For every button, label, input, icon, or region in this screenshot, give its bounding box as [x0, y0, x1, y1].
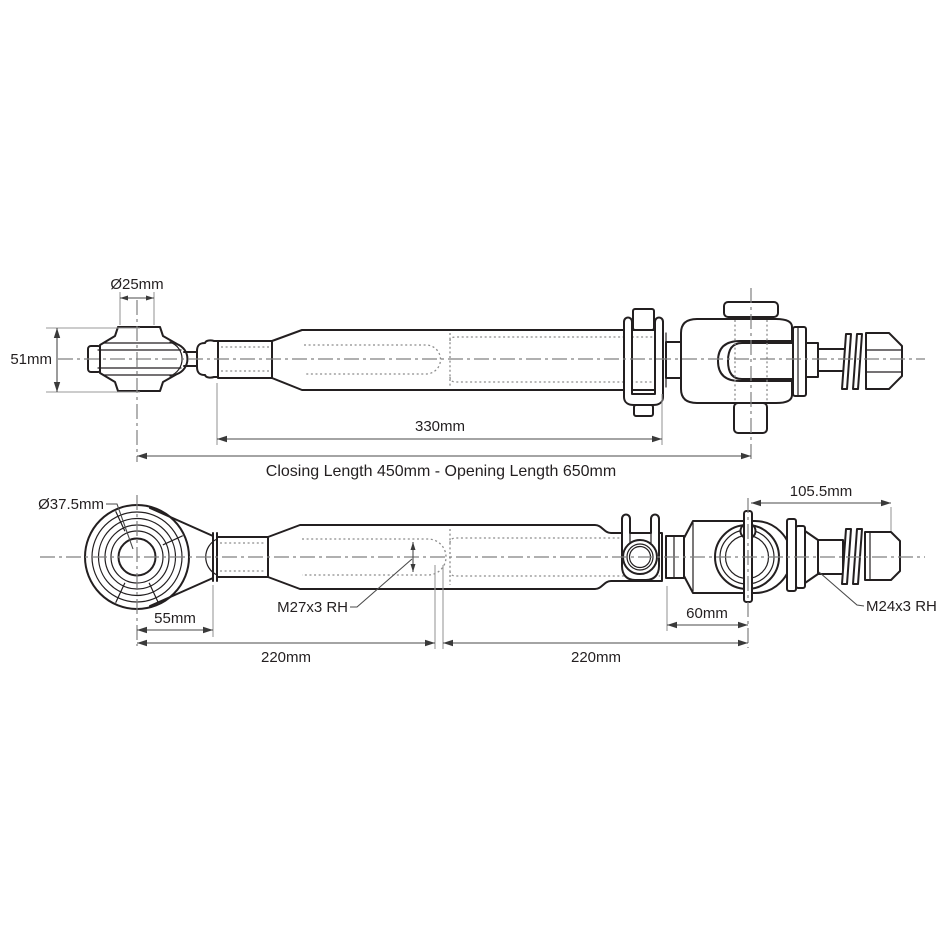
lock-washers: [841, 333, 863, 390]
hex-head: [865, 332, 903, 390]
eye-segment-ticks: [115, 511, 183, 603]
rod-tongue-in-slot: [727, 342, 793, 380]
dim-end-section: 105.5mm: [751, 483, 892, 531]
dim-label-eye-diameter: Ø37.5mm: [38, 496, 104, 513]
dim-tube-length: 330mm: [216, 383, 663, 445]
dim-left-section: 220mm: [137, 565, 444, 666]
dim-clevis-pin-offset: 60mm: [666, 586, 748, 631]
dim-label-overall-length: Closing Length 450mm - Opening Length 65…: [266, 463, 616, 480]
dim-ball-height: 51mm: [10, 327, 140, 393]
label-left-thread: M27x3 RH: [277, 542, 416, 616]
dim-right-section: 220mm: [443, 639, 748, 666]
label-right-thread: M24x3 RH: [818, 571, 937, 615]
dim-label-eye-offset: 55mm: [154, 610, 196, 627]
dim-label-clevis-pin-offset: 60mm: [686, 605, 728, 622]
hidden-left-bore-bottom: [302, 538, 447, 576]
dim-ball-hole-diameter: Ø25mm: [110, 276, 164, 325]
hex-head-bottom: [864, 531, 901, 581]
bottom-view: Ø37.5mm 55mm 220mm 220mm 60mm 105.5mm: [38, 483, 937, 666]
clamp-strap: [623, 316, 664, 406]
clamp-nut: [633, 404, 654, 417]
top-view: Ø25mm 51mm 330mm Closing Length 450mm - …: [10, 276, 925, 480]
locking-clamp-bottom: [621, 513, 660, 581]
bottom-view-centerlines: [40, 495, 925, 648]
bolt-shank: [817, 348, 846, 372]
top-view-centerlines: [58, 288, 925, 462]
lock-washers-bottom: [841, 528, 863, 585]
clevis-neck: [665, 341, 682, 379]
locking-clamp-top: [623, 308, 664, 417]
eye-tail: [149, 507, 218, 607]
end-bolt-top: [792, 326, 903, 397]
tube-outline: [271, 329, 663, 391]
thrust-washer: [792, 326, 807, 397]
clamp-bolt-head: [632, 308, 655, 331]
thread-label-right: M24x3 RH: [866, 598, 937, 615]
dim-label-ball-height: 51mm: [10, 351, 52, 368]
dim-overall-length: Closing Length 450mm - Opening Length 65…: [137, 452, 751, 480]
dim-label-end-section: 105.5mm: [790, 483, 853, 500]
hidden-left-bore: [304, 344, 442, 375]
dim-eye-offset: 55mm: [137, 585, 214, 637]
hidden-right-bore: [449, 333, 656, 387]
end-bolt-bottom: [786, 518, 901, 592]
dim-label-right-section: 220mm: [571, 649, 621, 666]
dim-label-left-section: 220mm: [261, 649, 311, 666]
adjuster-tube-top: [271, 329, 667, 391]
clevis-fork-outline: [680, 318, 793, 404]
clevis-end-top: [665, 301, 793, 434]
thread-label-left: M27x3 RH: [277, 599, 348, 616]
dim-eye-diameter: Ø37.5mm: [38, 496, 134, 550]
dim-label-tube-length: 330mm: [415, 418, 465, 435]
dim-label-ball-hole-diameter: Ø25mm: [110, 276, 163, 293]
